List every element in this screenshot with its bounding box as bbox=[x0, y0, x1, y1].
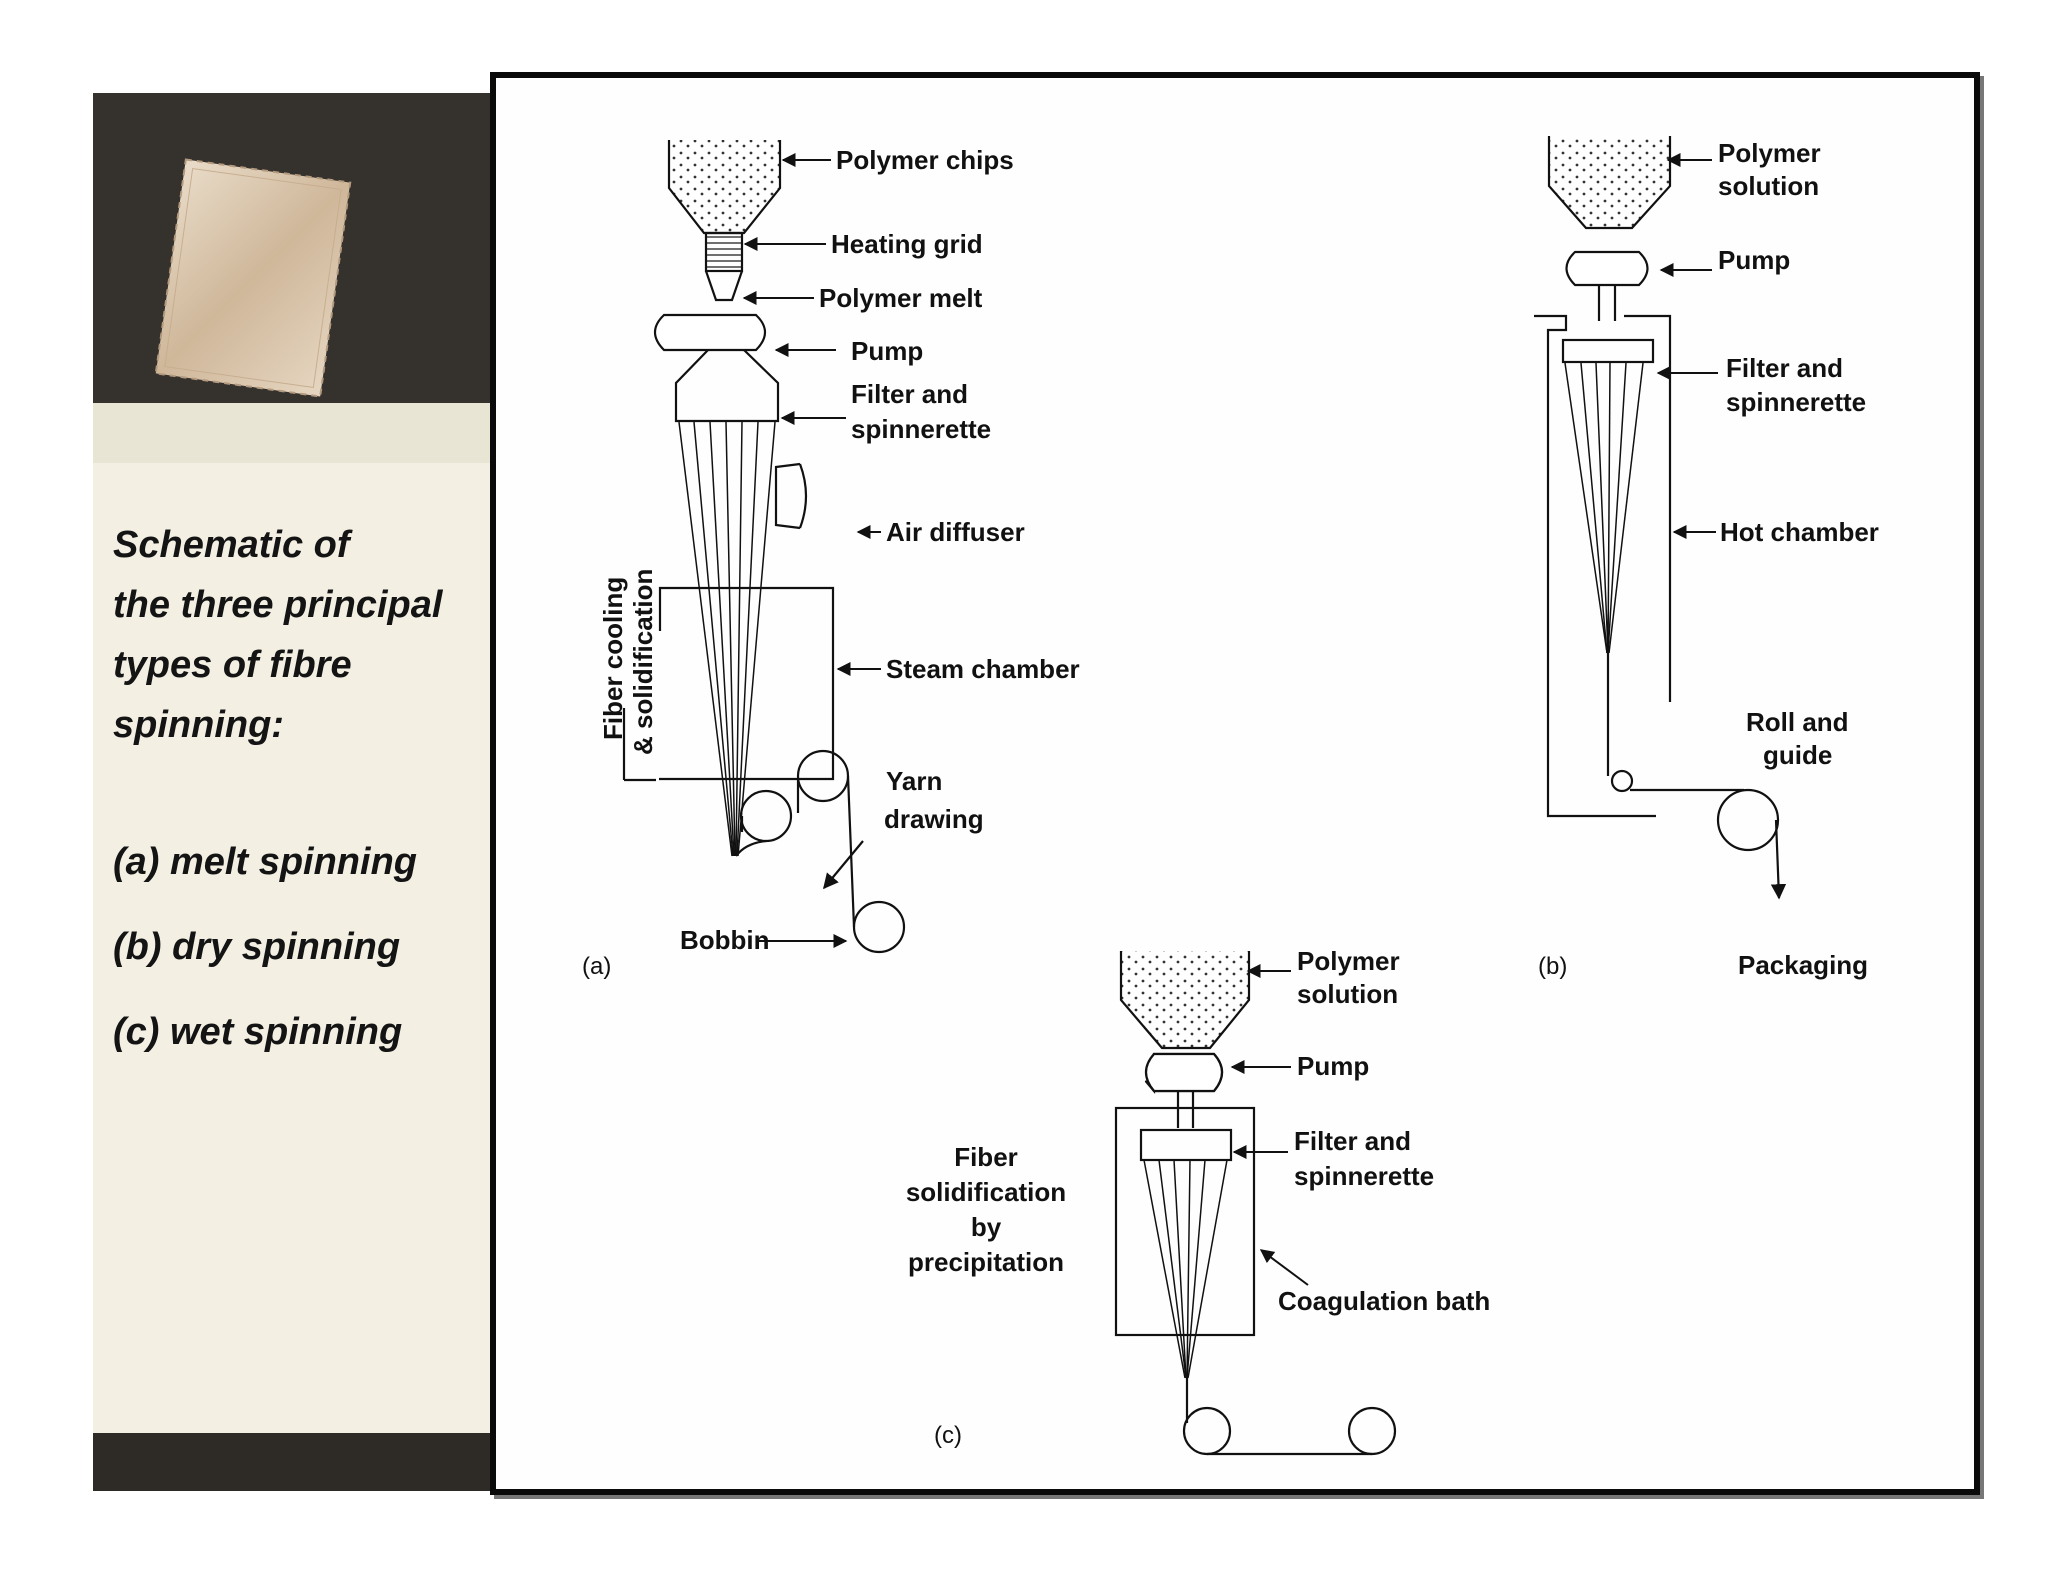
label-air-diffuser: Air diffuser bbox=[886, 517, 1025, 547]
spinning-schematic: Polymer chips Heating grid Polymer melt … bbox=[582, 136, 1879, 1456]
diagram-a-labels: Polymer chips Heating grid Polymer melt … bbox=[598, 145, 1080, 955]
panel-title: Schematic of the three principal types o… bbox=[113, 515, 488, 755]
feed-pipe-c bbox=[1176, 1091, 1195, 1128]
take-up-roll-1 bbox=[1182, 1406, 1232, 1456]
diagram-a-melt-spinning bbox=[622, 140, 906, 954]
spinnerette-c bbox=[1139, 1128, 1233, 1162]
filaments-a bbox=[678, 421, 776, 857]
label-cooling-2: & solidification bbox=[628, 569, 658, 755]
hopper-c bbox=[1119, 951, 1251, 1050]
side-panel: Schematic of the three principal types o… bbox=[93, 93, 493, 1491]
label-heating-grid: Heating grid bbox=[831, 229, 983, 259]
steam-chamber bbox=[658, 586, 835, 781]
label-steam-chamber: Steam chamber bbox=[886, 654, 1080, 684]
draw-roll-1 bbox=[739, 789, 793, 843]
heating-grid bbox=[704, 231, 744, 273]
label-yarn-2: drawing bbox=[884, 804, 984, 834]
label-solution-b-1: Polymer bbox=[1718, 138, 1821, 168]
label-filter-a-1: Filter and bbox=[851, 379, 968, 409]
tag-a: (a) bbox=[582, 953, 611, 980]
label-packaging: Packaging bbox=[1738, 950, 1868, 980]
postage-stamp-graphic bbox=[154, 158, 352, 398]
panel-title-line: Schematic of bbox=[113, 524, 350, 566]
label-solution-b-2: solution bbox=[1718, 171, 1819, 201]
draw-roll-2 bbox=[796, 749, 850, 803]
panel-title-line: types of fibre bbox=[113, 644, 352, 686]
panel-title-line: the three principal bbox=[113, 584, 443, 626]
hopper-a bbox=[667, 140, 782, 235]
label-polymer-melt: Polymer melt bbox=[819, 283, 983, 313]
coagulation-bath bbox=[1114, 1106, 1256, 1337]
label-filter-a-2: spinnerette bbox=[851, 414, 991, 444]
legend-item-wet-spinning: (c) wet spinning bbox=[113, 1011, 403, 1053]
label-fiber-1: Fiber bbox=[954, 1142, 1018, 1172]
diagram-b-dry-spinning bbox=[1534, 136, 1787, 900]
hot-chamber-left bbox=[1534, 314, 1656, 818]
spinnerette-a bbox=[674, 349, 780, 423]
air-diffuser bbox=[774, 462, 808, 530]
label-bobbin: Bobbin bbox=[680, 925, 770, 955]
label-filter-b-2: spinnerette bbox=[1726, 387, 1866, 417]
guide-b bbox=[1610, 769, 1634, 793]
yarn-path bbox=[735, 775, 856, 928]
tag-c: (c) bbox=[934, 1422, 962, 1449]
label-hot-chamber: Hot chamber bbox=[1720, 517, 1879, 547]
packaging-arrow bbox=[1770, 819, 1787, 900]
label-polymer-chips: Polymer chips bbox=[836, 145, 1014, 175]
melt-taper bbox=[704, 270, 744, 302]
roll-b bbox=[1716, 788, 1780, 852]
label-pump-c: Pump bbox=[1297, 1051, 1369, 1081]
diagram-b-labels: Polymer solution Pump Filter and spinner… bbox=[1656, 138, 1879, 980]
label-roll-2: guide bbox=[1763, 740, 1832, 770]
bobbin bbox=[852, 900, 906, 954]
panel-dark-footer bbox=[93, 1433, 493, 1491]
label-pump-a: Pump bbox=[851, 336, 923, 366]
label-yarn-1: Yarn bbox=[886, 766, 942, 796]
legend-item-melt-spinning: (a) melt spinning bbox=[113, 841, 417, 883]
legend-item-dry-spinning: (b) dry spinning bbox=[113, 926, 401, 968]
yarn-drawing-arrow bbox=[823, 840, 864, 890]
label-coagulation-bath: Coagulation bath bbox=[1278, 1286, 1490, 1316]
panel-band bbox=[93, 403, 493, 463]
label-filter-b-1: Filter and bbox=[1726, 353, 1843, 383]
label-fiber-3: by bbox=[971, 1212, 1002, 1242]
label-solution-c-1: Polymer bbox=[1297, 946, 1400, 976]
label-filter-c-2: spinnerette bbox=[1294, 1161, 1434, 1191]
label-fiber-2: solidification bbox=[906, 1177, 1066, 1207]
diagram-c-labels: Polymer solution Pump Filter and spinner… bbox=[906, 946, 1491, 1316]
filaments-c bbox=[1143, 1159, 1228, 1379]
hopper-b bbox=[1547, 136, 1672, 230]
pump-b bbox=[1565, 250, 1649, 287]
diagram-c-wet-spinning bbox=[1114, 951, 1397, 1456]
hot-chamber-right bbox=[1624, 314, 1672, 702]
pump-a bbox=[653, 313, 767, 352]
label-filter-c-1: Filter and bbox=[1294, 1126, 1411, 1156]
label-solution-c-2: solution bbox=[1297, 979, 1398, 1009]
label-roll-1: Roll and bbox=[1746, 707, 1849, 737]
label-fiber-4: precipitation bbox=[908, 1247, 1064, 1277]
label-cooling-1: Fiber cooling bbox=[598, 577, 628, 740]
diagram-frame: Polymer chips Heating grid Polymer melt … bbox=[490, 72, 1980, 1495]
filaments-b bbox=[1564, 362, 1644, 654]
label-pump-b: Pump bbox=[1718, 245, 1790, 275]
feed-pipe-b bbox=[1597, 285, 1617, 321]
panel-title-line: spinning: bbox=[113, 704, 284, 746]
take-up-roll-2 bbox=[1347, 1406, 1397, 1456]
tag-b: (b) bbox=[1538, 953, 1567, 980]
spinnerette-b bbox=[1561, 338, 1655, 364]
